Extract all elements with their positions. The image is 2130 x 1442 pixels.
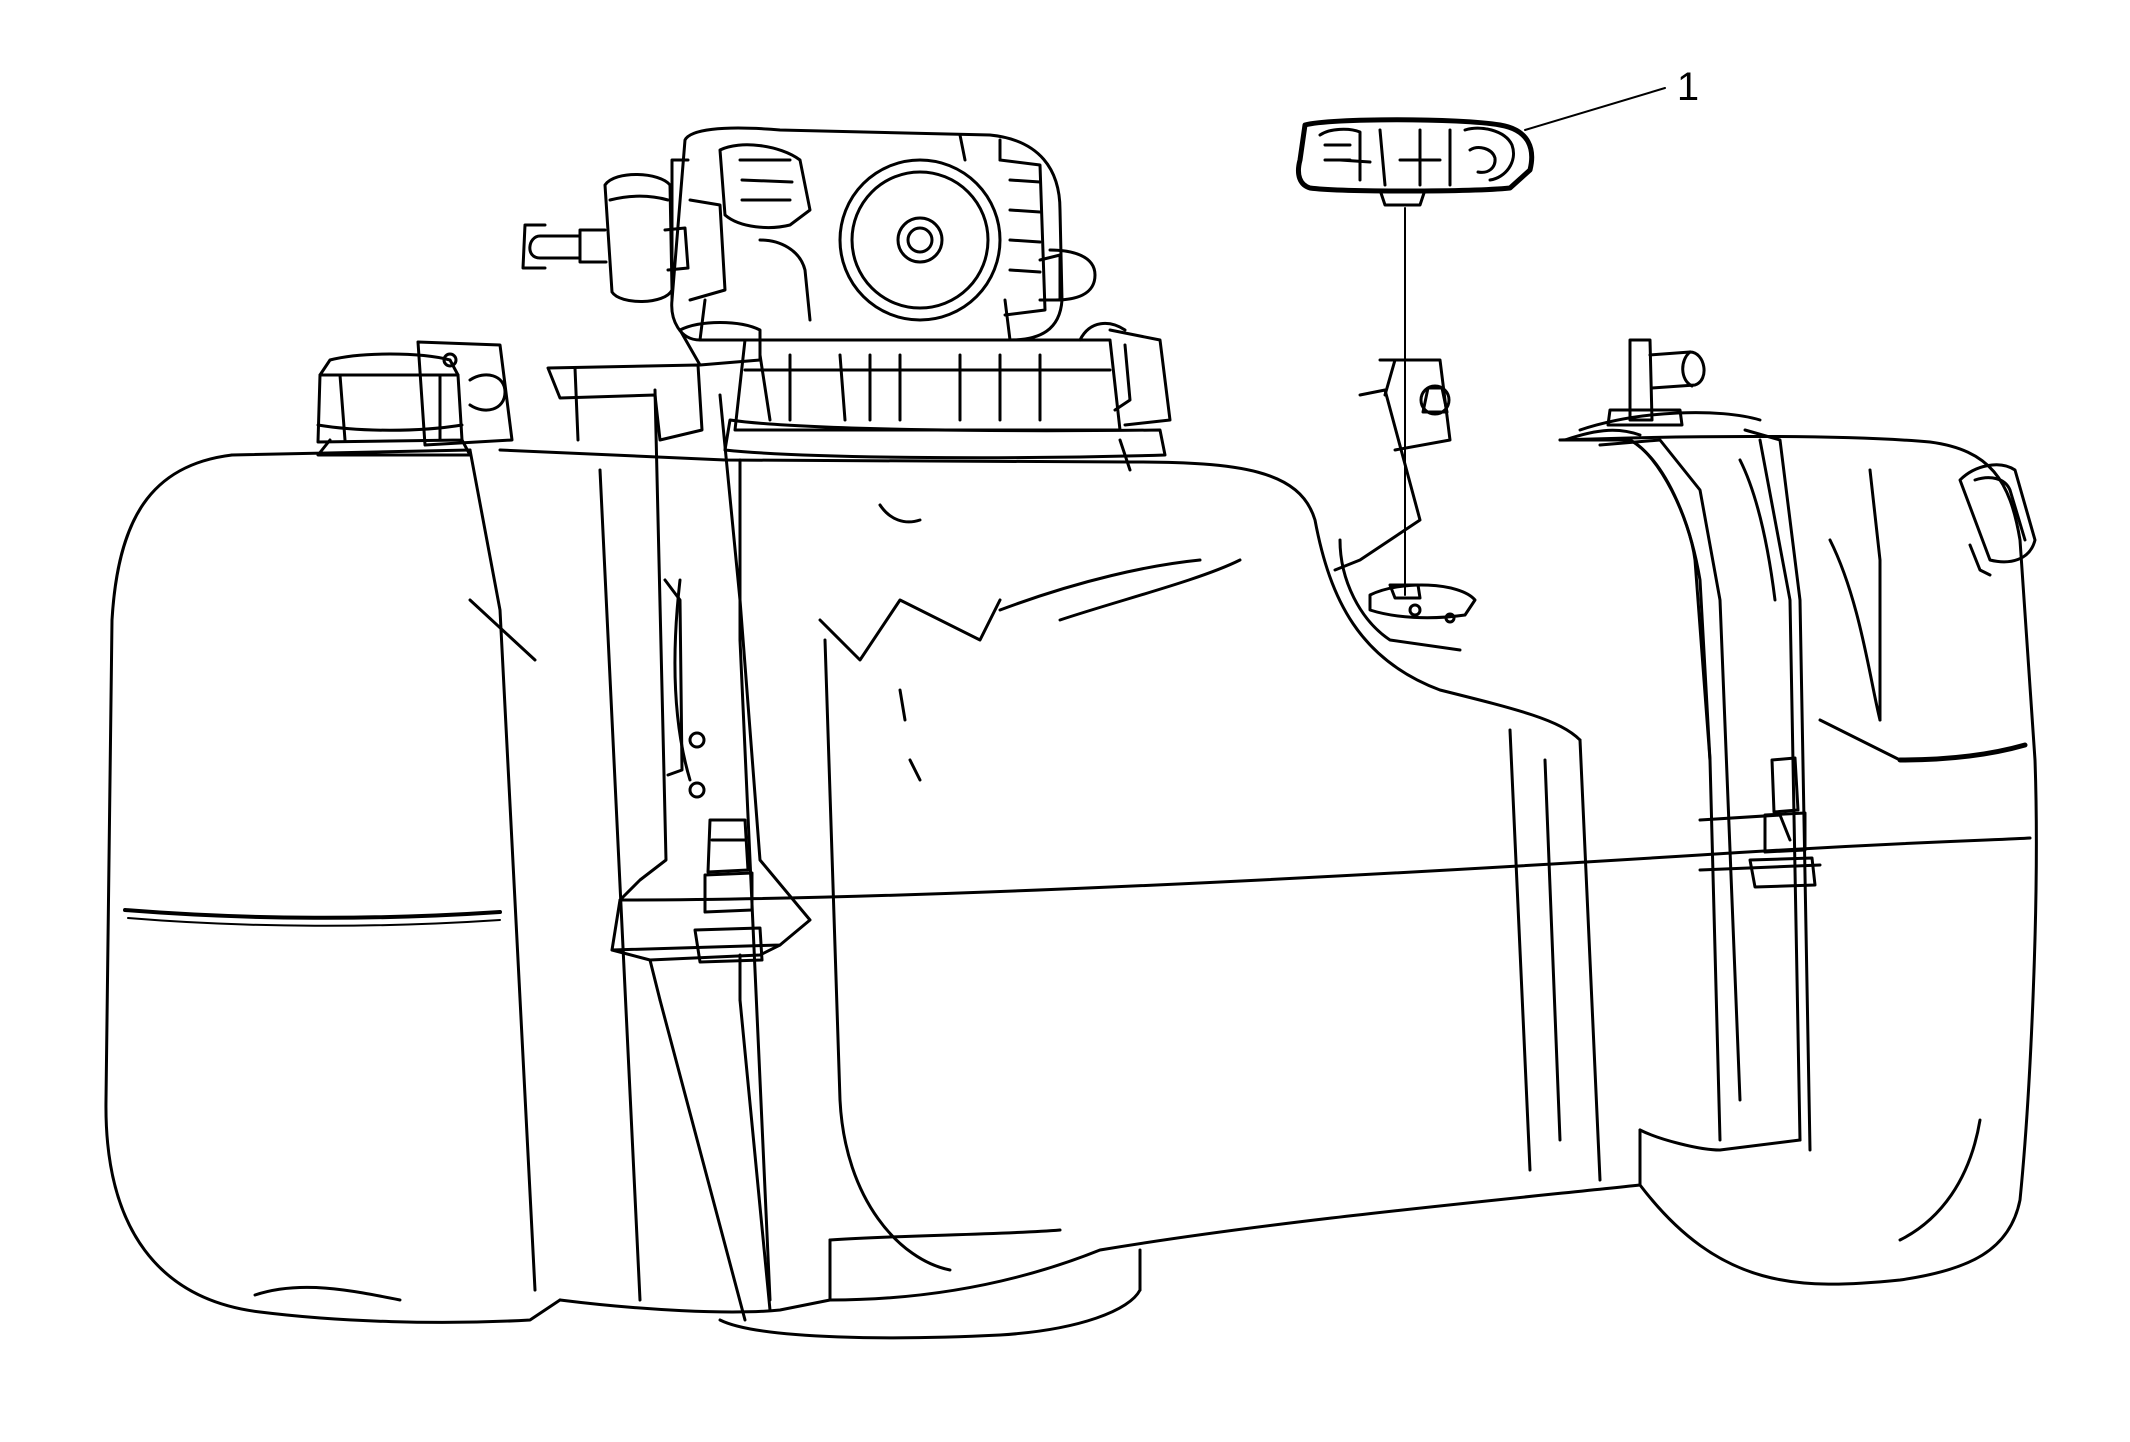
tank-assembly (104, 87, 2038, 1340)
left-bracket (416, 340, 812, 1322)
callout-1-label: 1 (1677, 65, 1699, 109)
right-top-fitting (1606, 338, 1706, 427)
left-filler-cap (316, 352, 472, 457)
right-strap-bolt (1698, 756, 1822, 889)
pump-motor (670, 126, 1097, 342)
removed-sensor-part (1295, 117, 1535, 207)
center-mount-bracket (1333, 358, 1452, 572)
main-tank-body (498, 438, 2032, 1340)
right-end-chamber (1558, 411, 2038, 1286)
left-end-chamber (104, 448, 562, 1324)
right-vent-fitting (1958, 463, 2037, 577)
callout-1-leader (1524, 87, 1666, 131)
pump-inlet-fitting (521, 173, 690, 303)
